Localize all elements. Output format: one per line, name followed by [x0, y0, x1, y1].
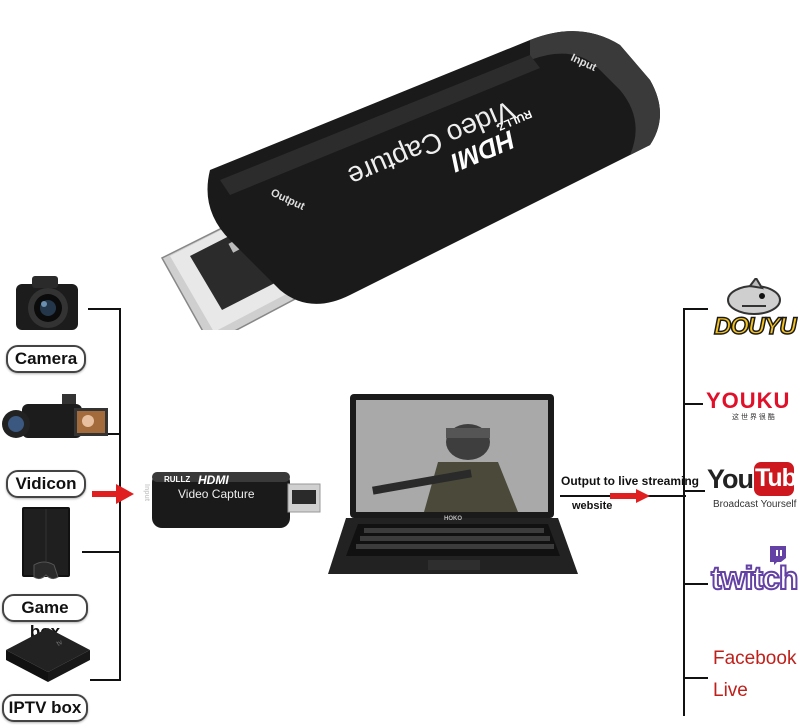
capture-device-small — [152, 472, 321, 528]
source-bracket-top — [88, 308, 120, 310]
youtube-logo-you: You — [707, 464, 754, 494]
laptop-icon — [328, 394, 578, 574]
source-bracket-bottom — [90, 679, 120, 681]
source-label-vidicon: Vidicon — [6, 470, 86, 498]
source-label-camera: Camera — [6, 345, 86, 373]
camcorder-icon — [2, 394, 108, 438]
facebook-live-line2: Live — [713, 680, 748, 701]
capture-device-large: Output Input RULLZ HDMI Video Capture — [160, 31, 660, 330]
small-device-port: Input — [143, 484, 150, 502]
youku-logo-text: YOUKU — [706, 388, 791, 413]
source-label-game-box: Game box — [2, 594, 88, 641]
douyu-mascot-icon — [727, 278, 781, 315]
youtube-logo-tube-box — [754, 462, 794, 496]
platform-bracket-5 — [683, 677, 708, 679]
platform-bracket-1 — [683, 308, 708, 310]
stream-caption-line1: Output to live streaming — [561, 474, 700, 488]
platform-bracket-4 — [683, 583, 708, 585]
twitch-logo-text: twitch — [710, 559, 799, 597]
twitch-glitch-icon — [770, 546, 786, 565]
platform-bracket-2 — [683, 403, 703, 405]
small-device-product-name: Video Capture — [178, 487, 255, 501]
source-label-iptv-box: IPTV box — [2, 694, 88, 722]
youku-slogan: 这 世 界 很 酷 — [732, 414, 775, 421]
game-console-icon — [22, 507, 70, 580]
svg-text:tv: tv — [56, 639, 65, 648]
camera-icon — [16, 276, 78, 330]
facebook-live-line1: Facebook — [713, 648, 797, 669]
douyu-logo-text: DOUYU — [713, 312, 797, 341]
arrow-source-to-capture — [92, 484, 134, 504]
small-device-brand: RULLZ — [164, 475, 191, 484]
source-bracket-3 — [82, 551, 120, 553]
youtube-logo-tube: Tube — [755, 464, 799, 492]
device-body — [207, 31, 660, 304]
youtube-slogan: Broadcast Yourself — [713, 499, 797, 510]
small-device-hdmi: HDMI — [198, 473, 229, 487]
platform-bracket-3 — [683, 490, 705, 492]
platform-bracket-vertical — [683, 308, 685, 716]
stream-caption-line2: website — [572, 500, 613, 512]
laptop-brand: HOKO — [444, 516, 462, 522]
arrow-laptop-to-platforms — [560, 489, 686, 503]
tv-box-icon: tv — [6, 628, 90, 682]
source-bracket-2 — [100, 433, 120, 435]
